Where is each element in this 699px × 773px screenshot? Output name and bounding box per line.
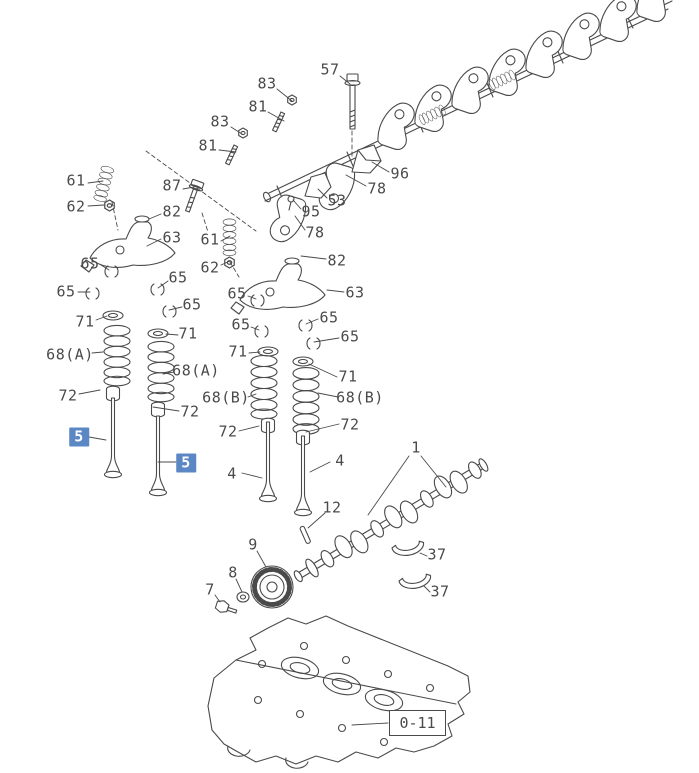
part-label-65[interactable]: 65 bbox=[319, 308, 339, 327]
part-label-62[interactable]: 62 bbox=[200, 258, 220, 277]
section-ref-box[interactable]: 0-11 bbox=[389, 710, 446, 736]
refbox-leader bbox=[351, 722, 389, 726]
part-label-96[interactable]: 96 bbox=[390, 164, 410, 183]
part-label-83[interactable]: 83 bbox=[210, 112, 230, 131]
part-label-62[interactable]: 62 bbox=[66, 197, 86, 216]
part-label-71[interactable]: 71 bbox=[178, 324, 198, 343]
part-label-68(A)[interactable]: 68(A) bbox=[172, 361, 220, 380]
part-label-61[interactable]: 61 bbox=[200, 230, 220, 249]
fasteners bbox=[92, 73, 361, 269]
timing-gear-9 bbox=[250, 565, 294, 609]
part-label-81[interactable]: 81 bbox=[198, 136, 218, 155]
part-label-78[interactable]: 78 bbox=[367, 179, 387, 198]
bolt-7 bbox=[214, 600, 238, 614]
part-label-65[interactable]: 65 bbox=[231, 315, 251, 334]
part-label-12[interactable]: 12 bbox=[322, 498, 342, 517]
shaft-bracket-96-detail bbox=[357, 149, 382, 162]
part-label-53[interactable]: 53 bbox=[327, 191, 347, 210]
bolt-57 bbox=[344, 73, 361, 130]
part-label-5[interactable]: 5 bbox=[69, 427, 89, 447]
part-label-9[interactable]: 9 bbox=[248, 535, 258, 554]
part-label-82[interactable]: 82 bbox=[327, 251, 347, 270]
part-label-5[interactable]: 5 bbox=[176, 453, 196, 473]
bolt-87 bbox=[184, 178, 205, 213]
part-label-72[interactable]: 72 bbox=[340, 415, 360, 434]
part-label-4[interactable]: 4 bbox=[335, 451, 345, 470]
part-label-68(A)[interactable]: 68(A) bbox=[46, 345, 94, 364]
part-label-37[interactable]: 37 bbox=[427, 545, 447, 564]
part-label-71[interactable]: 71 bbox=[75, 312, 95, 331]
part-label-72[interactable]: 72 bbox=[218, 422, 238, 441]
part-label-65[interactable]: 65 bbox=[56, 282, 76, 301]
part-label-78[interactable]: 78 bbox=[305, 223, 325, 242]
part-label-81[interactable]: 81 bbox=[248, 97, 268, 116]
part-label-8[interactable]: 8 bbox=[228, 563, 238, 582]
part-label-71[interactable]: 71 bbox=[338, 367, 358, 386]
part-label-63[interactable]: 63 bbox=[345, 283, 365, 302]
part-label-83[interactable]: 83 bbox=[257, 74, 277, 93]
part-label-65[interactable]: 65 bbox=[182, 295, 202, 314]
part-label-63[interactable]: 63 bbox=[162, 228, 182, 247]
part-label-95[interactable]: 95 bbox=[301, 202, 321, 221]
part-label-65[interactable]: 65 bbox=[227, 284, 247, 303]
part-label-61[interactable]: 61 bbox=[66, 171, 86, 190]
part-label-65[interactable]: 65 bbox=[340, 327, 360, 346]
part-label-72[interactable]: 72 bbox=[58, 386, 78, 405]
shaft-bracket-53 bbox=[304, 172, 332, 199]
part-label-71[interactable]: 71 bbox=[228, 342, 248, 361]
part-label-4[interactable]: 4 bbox=[227, 464, 237, 483]
part-label-68(B)[interactable]: 68(B) bbox=[202, 388, 250, 407]
part-label-37[interactable]: 37 bbox=[430, 582, 450, 601]
part-label-7[interactable]: 7 bbox=[205, 580, 215, 599]
part-label-65[interactable]: 65 bbox=[80, 254, 100, 273]
part-label-68(B)[interactable]: 68(B) bbox=[336, 388, 384, 407]
part-label-65[interactable]: 65 bbox=[168, 268, 188, 287]
bolt-95 bbox=[287, 195, 295, 211]
part-label-87[interactable]: 87 bbox=[162, 176, 182, 195]
part-label-1[interactable]: 1 bbox=[411, 438, 421, 457]
washer-8 bbox=[236, 591, 250, 603]
part-label-57[interactable]: 57 bbox=[320, 60, 340, 79]
camshaft-1 bbox=[293, 458, 489, 583]
part-label-82[interactable]: 82 bbox=[162, 202, 182, 221]
dowel-pin-12 bbox=[299, 525, 311, 544]
rocker-shaft-assembly bbox=[262, 0, 676, 245]
leader-lines bbox=[77, 75, 447, 726]
part-label-72[interactable]: 72 bbox=[180, 402, 200, 421]
